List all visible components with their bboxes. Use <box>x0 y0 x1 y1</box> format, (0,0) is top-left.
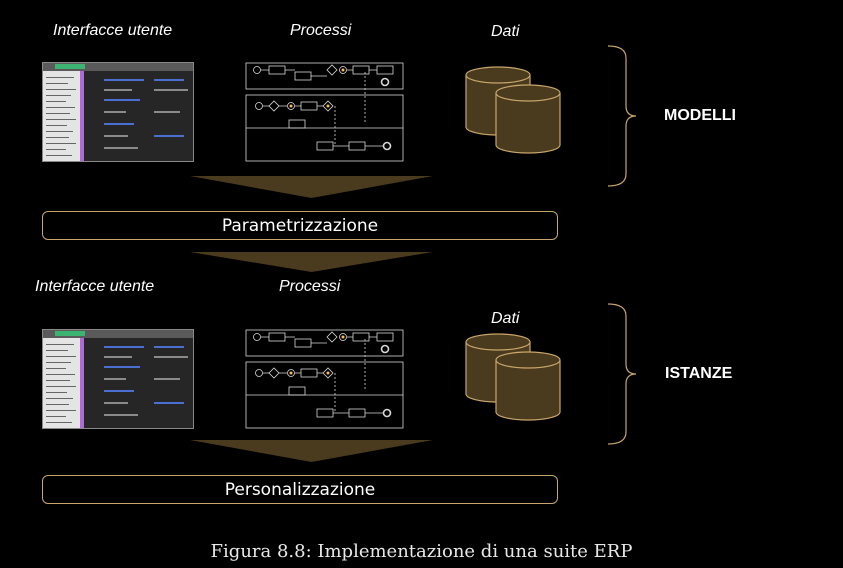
instances-ui-label: Interfacce utente <box>35 278 155 295</box>
instances-process-diagram <box>245 329 405 429</box>
instances-data-label: Dati <box>491 310 520 327</box>
parametrization-bar: Parametrizzazione <box>42 211 558 240</box>
instances-ui-thumbnail <box>42 329 194 429</box>
instances-database-icon <box>465 333 561 421</box>
down-arrow-to-parametrization <box>190 176 433 198</box>
figure-caption: Figura 8.8: Implementazione di una suite… <box>210 541 633 562</box>
models-data-label: Dati <box>491 23 520 40</box>
models-brace <box>607 45 637 187</box>
instances-brace <box>607 303 637 445</box>
models-database-icon <box>465 66 561 154</box>
down-arrow-to-instances <box>190 252 433 272</box>
models-ui-label: Interfacce utente <box>53 22 173 39</box>
models-process-diagram <box>245 62 405 162</box>
models-ui-thumbnail <box>42 62 194 162</box>
down-arrow-to-personalization <box>190 440 433 462</box>
instances-process-label: Processi <box>279 278 341 295</box>
models-side-label: MODELLI <box>664 107 736 124</box>
instances-side-label: ISTANZE <box>665 365 733 382</box>
personalization-bar: Personalizzazione <box>42 475 558 504</box>
models-process-label: Processi <box>290 22 352 39</box>
